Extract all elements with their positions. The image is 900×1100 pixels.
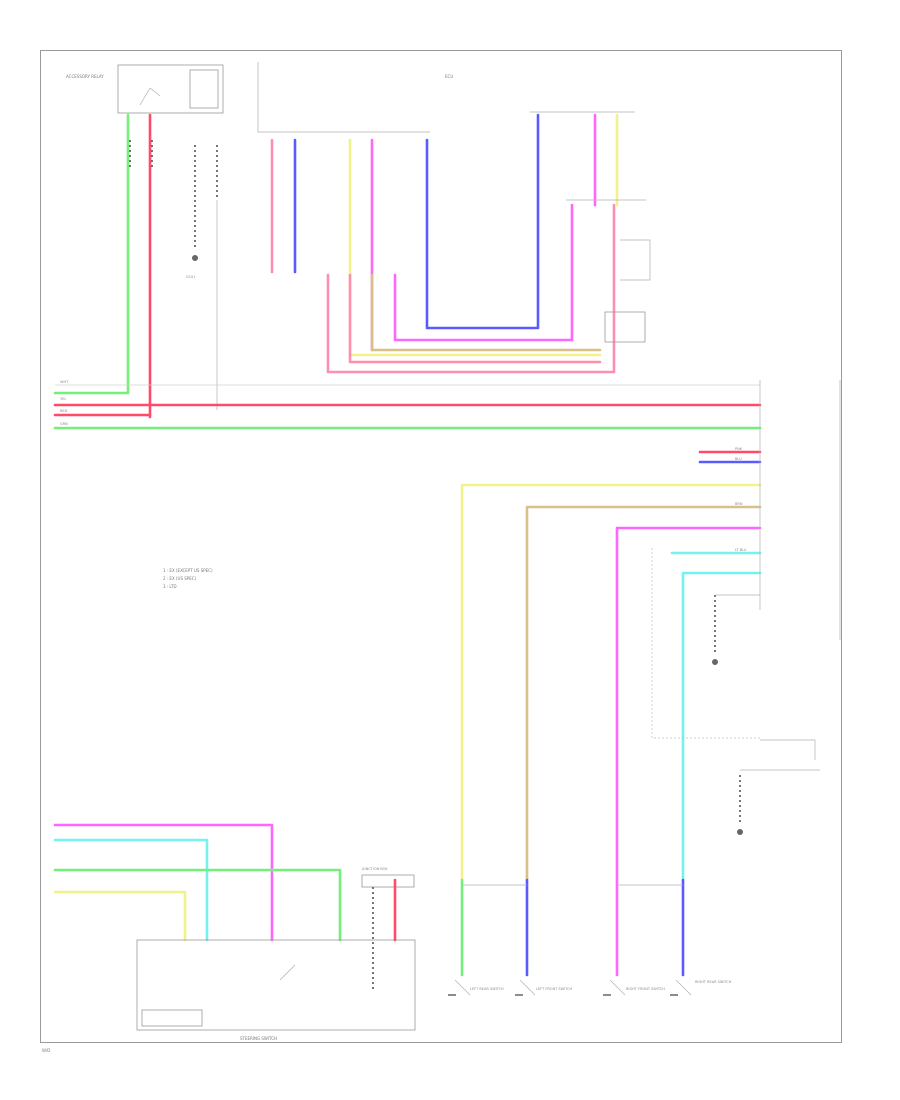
relay-label: ACCESSORY RELAY	[66, 74, 104, 79]
right-top-connector	[566, 199, 651, 343]
magenta-bottom	[53, 823, 274, 942]
ground-symbol: G101	[186, 275, 195, 279]
ground-label: G101	[186, 275, 195, 279]
pink-wire-loop	[326, 203, 616, 374]
magenta-wire-right	[393, 203, 574, 342]
corner-label: W/D	[42, 1048, 50, 1053]
legend: 1 : EX (EXCEPT US SPEC) 2 : EX (US SPEC)…	[163, 568, 213, 589]
bus-wires	[53, 384, 762, 464]
bus-wire-labels: WHT YEL RED GRN PNK BLU BRN LT BLU	[60, 380, 747, 552]
tan-wire-top	[370, 273, 602, 352]
yellow-wire-top	[348, 138, 602, 357]
blue-loop	[425, 113, 540, 330]
legend-item-3: 3 : LTD	[163, 584, 177, 589]
pink-wire-mid	[348, 273, 602, 364]
legend-item-2: 2 : EX (US SPEC)	[163, 576, 197, 581]
rr-switch-label: RIGHT REAR SWITCH	[695, 980, 732, 984]
ecu-connector: ECU	[257, 62, 635, 133]
yellow-long	[460, 483, 762, 882]
cyan-bottom	[53, 838, 209, 942]
ecu-label: ECU	[445, 74, 453, 79]
green-bottom	[53, 868, 342, 942]
junction-box: JUNCTION BOX	[361, 867, 415, 990]
steering-switch: STEERING SWITCH	[53, 823, 416, 1041]
right-long-wires	[460, 483, 762, 977]
accessory-relay: ACCESSORY RELAY	[66, 64, 224, 114]
wire-label-brn: BRN	[735, 502, 743, 506]
magenta-long	[615, 526, 762, 977]
diagram-frame	[40, 50, 842, 1043]
wire-label-grn: GRN	[60, 422, 68, 426]
wire-label-ltblu: LT BLU	[735, 548, 747, 552]
wire-label-wht: WHT	[60, 380, 69, 384]
wire-label-yel: YEL	[60, 397, 66, 401]
tan-long	[525, 505, 762, 882]
lr-switch-label: LEFT REAR SWITCH	[470, 987, 504, 991]
junction-label: JUNCTION BOX	[361, 867, 388, 871]
wire-label-pnk: PNK	[735, 447, 743, 451]
cyan-long	[681, 571, 762, 882]
lf-switch-label: LEFT FRONT SWITCH	[536, 987, 573, 991]
right-module	[737, 380, 841, 835]
bottom-switches: LEFT REAR SWITCH LEFT FRONT SWITCH RIGHT…	[448, 979, 732, 996]
steering-switch-label: STEERING SWITCH	[240, 1036, 277, 1041]
green-wire-left	[53, 113, 130, 395]
legend-item-1: 1 : EX (EXCEPT US SPEC)	[163, 568, 213, 573]
top-wires	[53, 113, 619, 419]
wire-label-red: RED	[60, 409, 68, 413]
yellow-bottom	[53, 890, 187, 942]
wire-label-blu: BLU	[735, 457, 742, 461]
rf-switch-label: RIGHT FRONT SWITCH	[626, 987, 665, 991]
